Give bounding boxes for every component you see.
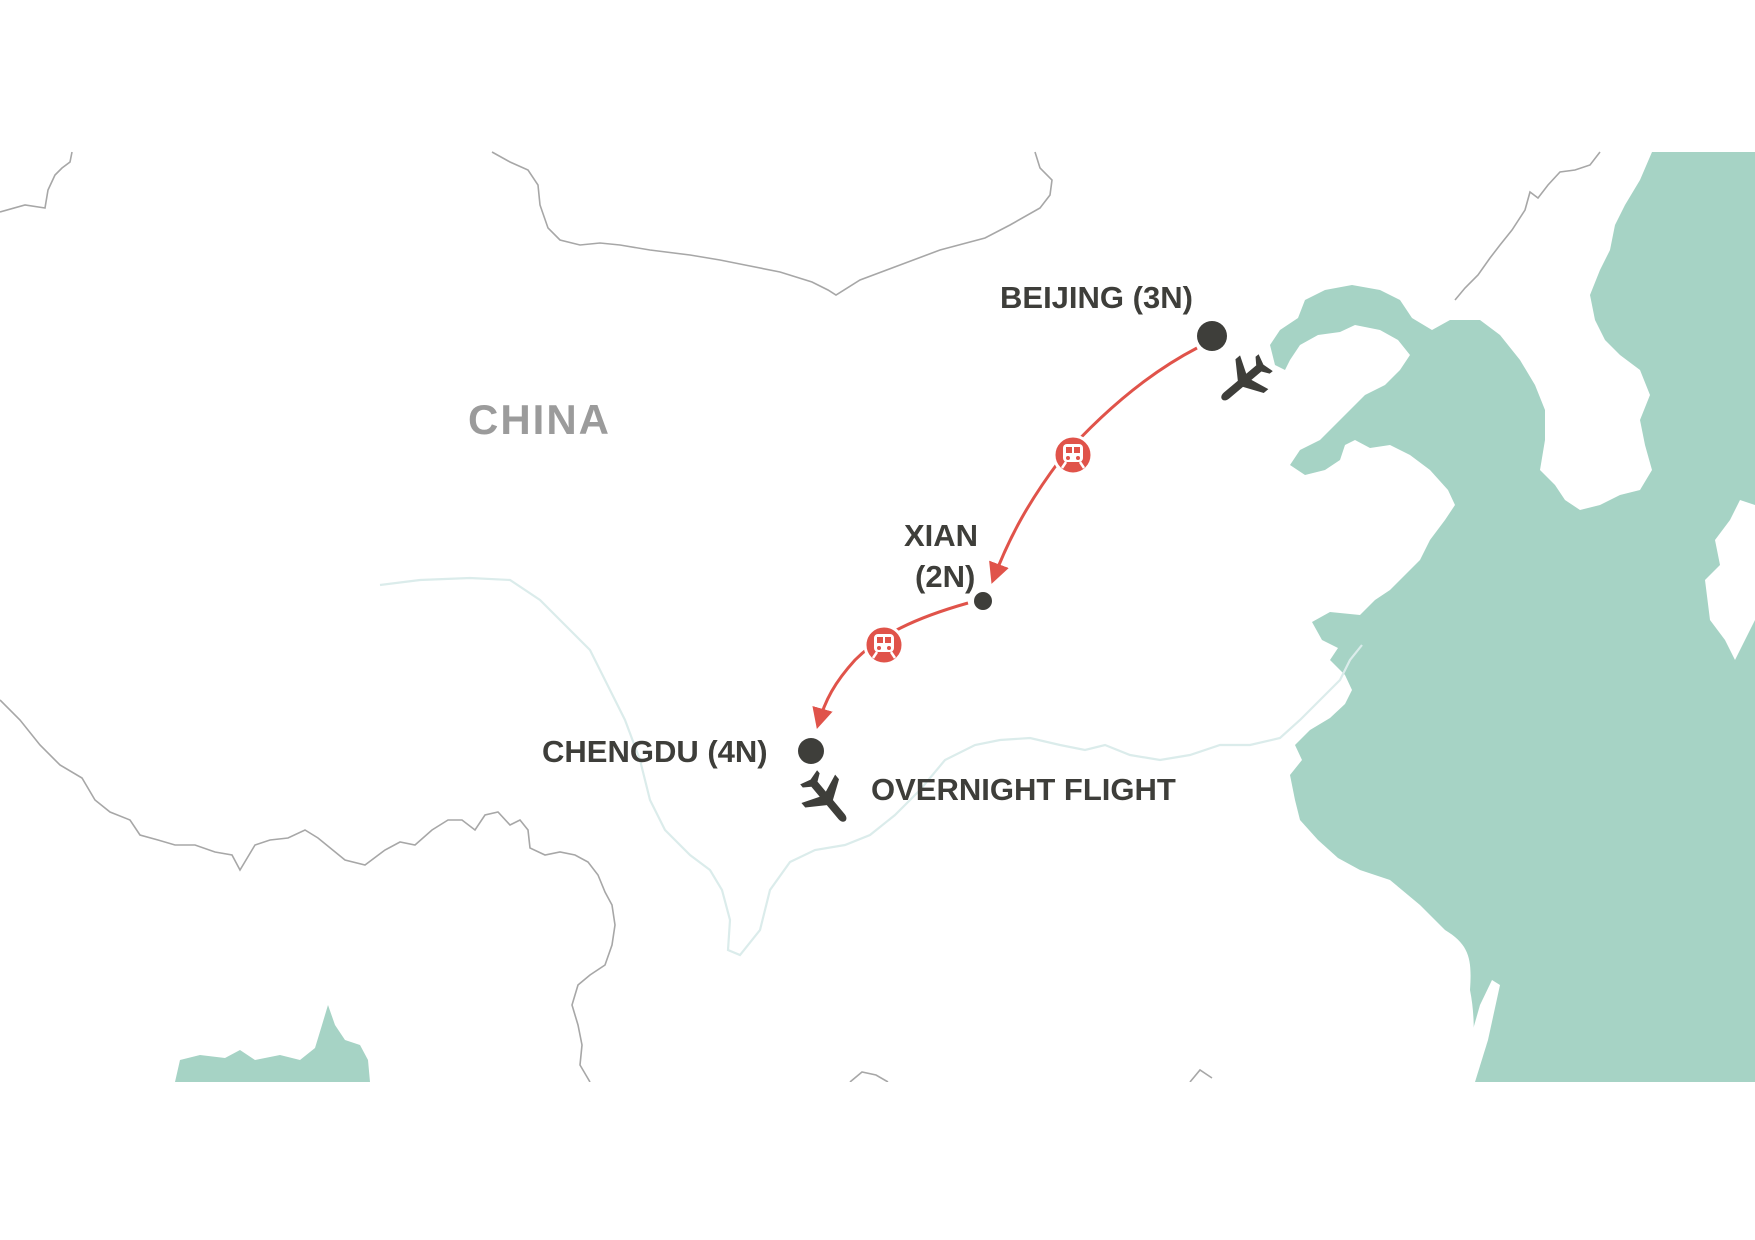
city-label-xian-line2: (2N) <box>915 559 975 594</box>
train-icon <box>1052 434 1094 476</box>
overnight-flight-label: OVERNIGHT FLIGHT <box>871 772 1176 807</box>
airplane-icon <box>1221 354 1273 401</box>
sea-southwest <box>175 1005 370 1082</box>
city-marker-chengdu <box>798 738 824 764</box>
island-japan <box>1705 500 1755 660</box>
city-marker-xian <box>974 592 992 610</box>
basemap <box>0 151 1755 1082</box>
borders <box>0 151 1601 1082</box>
train-icon <box>863 624 905 666</box>
island-taiwan <box>1465 980 1500 1082</box>
airplane-icon <box>800 770 847 822</box>
city-marker-beijing <box>1197 321 1227 351</box>
city-label-beijing: BEIJING (3N) <box>1000 280 1193 315</box>
sea-east <box>1270 152 1755 1082</box>
route-lines <box>812 346 1198 730</box>
route-beijing-xian <box>989 346 1198 584</box>
country-label: CHINA <box>468 396 611 443</box>
city-label-chengdu: CHENGDU (4N) <box>542 734 768 769</box>
rivers <box>379 576 1363 957</box>
route-xian-chengdu <box>812 601 969 730</box>
city-label-xian-line1: XIAN <box>904 518 978 553</box>
